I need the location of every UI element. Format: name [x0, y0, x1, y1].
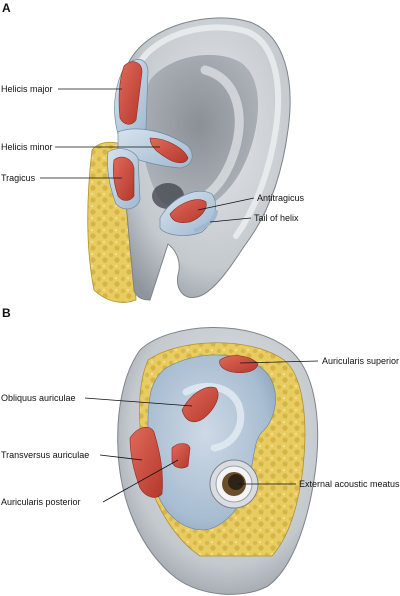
obliquus-auriculae-muscle	[181, 386, 219, 423]
label-transversus-auriculae: Transversus auriculae	[1, 450, 89, 460]
leader-auricularis-superior	[239, 360, 319, 364]
external-acoustic-meatus	[209, 459, 259, 509]
helix-rim	[137, 24, 282, 239]
transversus-auriculae-muscle	[129, 426, 163, 498]
panel-b-ear	[117, 327, 319, 595]
label-antitragicus: Antitragicus	[257, 193, 305, 203]
label-tail-of-helix: Tail of helix	[254, 213, 299, 223]
eminence-concha	[182, 382, 245, 452]
leader-auricularis-posterior	[102, 459, 179, 503]
label-external-acoustic-meatus: External acoustic meatus	[299, 479, 400, 489]
tragicus-muscle	[112, 156, 135, 201]
panel-a-ear	[87, 17, 291, 303]
auricularis-superior-muscle	[219, 355, 259, 374]
auricularis-posterior-muscle	[171, 443, 191, 469]
panel-b-letter: B	[2, 306, 11, 320]
leader-transversus-auriculae	[99, 454, 143, 461]
label-obliquus-auriculae: Obliquus auriculae	[1, 393, 76, 403]
label-helicis-minor: Helicis minor	[1, 142, 53, 152]
helicis-minor-muscle	[149, 137, 189, 164]
tail-of-helix	[194, 210, 218, 232]
label-auricularis-superior: Auricularis superior	[322, 356, 399, 366]
helicis-major-muscle	[118, 61, 143, 125]
leader-obliquus-auriculae	[84, 397, 193, 407]
leader-antitragicus	[197, 197, 255, 211]
antitragicus-muscle	[169, 199, 207, 224]
label-helicis-major: Helicis major	[1, 84, 53, 94]
label-tragicus: Tragicus	[1, 173, 36, 183]
panel-a-letter: A	[2, 1, 11, 15]
leader-tail-of-helix	[209, 217, 252, 223]
label-auricularis-posterior: Auricularis posterior	[1, 497, 81, 507]
antihelix	[191, 65, 244, 205]
